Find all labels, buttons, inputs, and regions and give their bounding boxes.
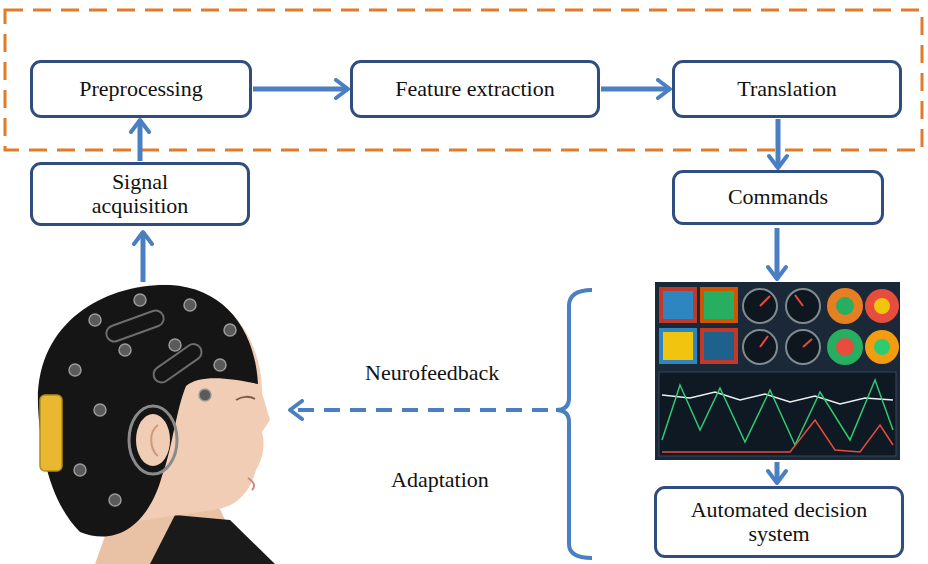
box-label: Feature extraction [395,77,554,101]
process-box: Commands [672,170,884,225]
process-box: Translation [672,60,902,118]
box-label: Commands [728,185,828,209]
box-label: Automated decision system [687,498,872,546]
acquisition-arrow [141,232,146,282]
flow-arrow [776,119,781,168]
feedback-label: Neurofeedback [362,361,502,385]
decision-arrow [775,462,780,483]
neurofeedback-arrow [290,408,548,412]
command-arrow [775,228,780,279]
process-box: Signal acquisition [30,162,250,226]
processing-region [5,10,922,150]
process-box: Feature extraction [350,60,600,118]
feedback-bracket [556,290,592,558]
flow-arrow [253,87,348,92]
box-label: Translation [737,77,836,101]
flow-arrow [601,87,670,92]
process-box: Preprocessing [30,60,252,118]
eeg-head-illustration [38,285,275,564]
feedback-label: Adaptation [388,468,492,492]
process-box: Automated decision system [654,486,904,558]
box-label: Signal acquisition [75,170,205,218]
flow-arrow [138,120,143,161]
box-label: Preprocessing [79,77,202,101]
dashboard-screenshot [655,282,900,460]
